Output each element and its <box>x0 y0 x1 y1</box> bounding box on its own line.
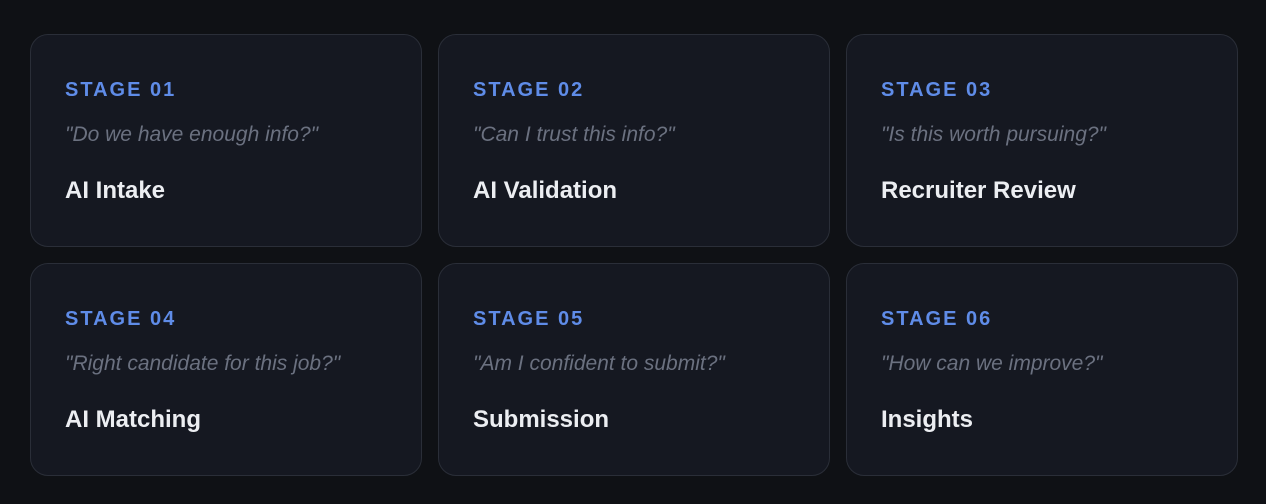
stage-label: STAGE 04 <box>65 308 177 330</box>
stage-grid: STAGE 01 "Do we have enough info?" AI In… <box>30 34 1238 476</box>
stage-question: "Am I confident to submit?" <box>473 352 725 375</box>
stage-label: STAGE 01 <box>65 79 177 101</box>
stage-title: Insights <box>881 406 974 433</box>
stage-card-03[interactable]: STAGE 03 "Is this worth pursuing?" Recru… <box>846 34 1238 247</box>
stage-card-06[interactable]: STAGE 06 "How can we improve?" Insights <box>846 263 1238 476</box>
stage-title: AI Matching <box>65 406 201 433</box>
stage-title: Recruiter Review <box>881 177 1076 204</box>
stage-card-04[interactable]: STAGE 04 "Right candidate for this job?"… <box>30 263 422 476</box>
stage-label: STAGE 06 <box>881 308 993 330</box>
stage-question: "Do we have enough info?" <box>65 123 319 146</box>
stage-question: "Can I trust this info?" <box>473 123 675 146</box>
stage-card-05[interactable]: STAGE 05 "Am I confident to submit?" Sub… <box>438 263 830 476</box>
stage-label: STAGE 05 <box>473 308 585 330</box>
stage-label: STAGE 03 <box>881 79 993 101</box>
stage-question: "Is this worth pursuing?" <box>881 123 1107 146</box>
stage-title: Submission <box>473 406 610 433</box>
stage-question: "How can we improve?" <box>881 352 1103 375</box>
stage-label: STAGE 02 <box>473 79 585 101</box>
stage-title: AI Validation <box>473 177 618 204</box>
stage-card-02[interactable]: STAGE 02 "Can I trust this info?" AI Val… <box>438 34 830 247</box>
stage-card-01[interactable]: STAGE 01 "Do we have enough info?" AI In… <box>30 34 422 247</box>
stage-question: "Right candidate for this job?" <box>65 352 341 375</box>
stage-title: AI Intake <box>65 177 166 204</box>
